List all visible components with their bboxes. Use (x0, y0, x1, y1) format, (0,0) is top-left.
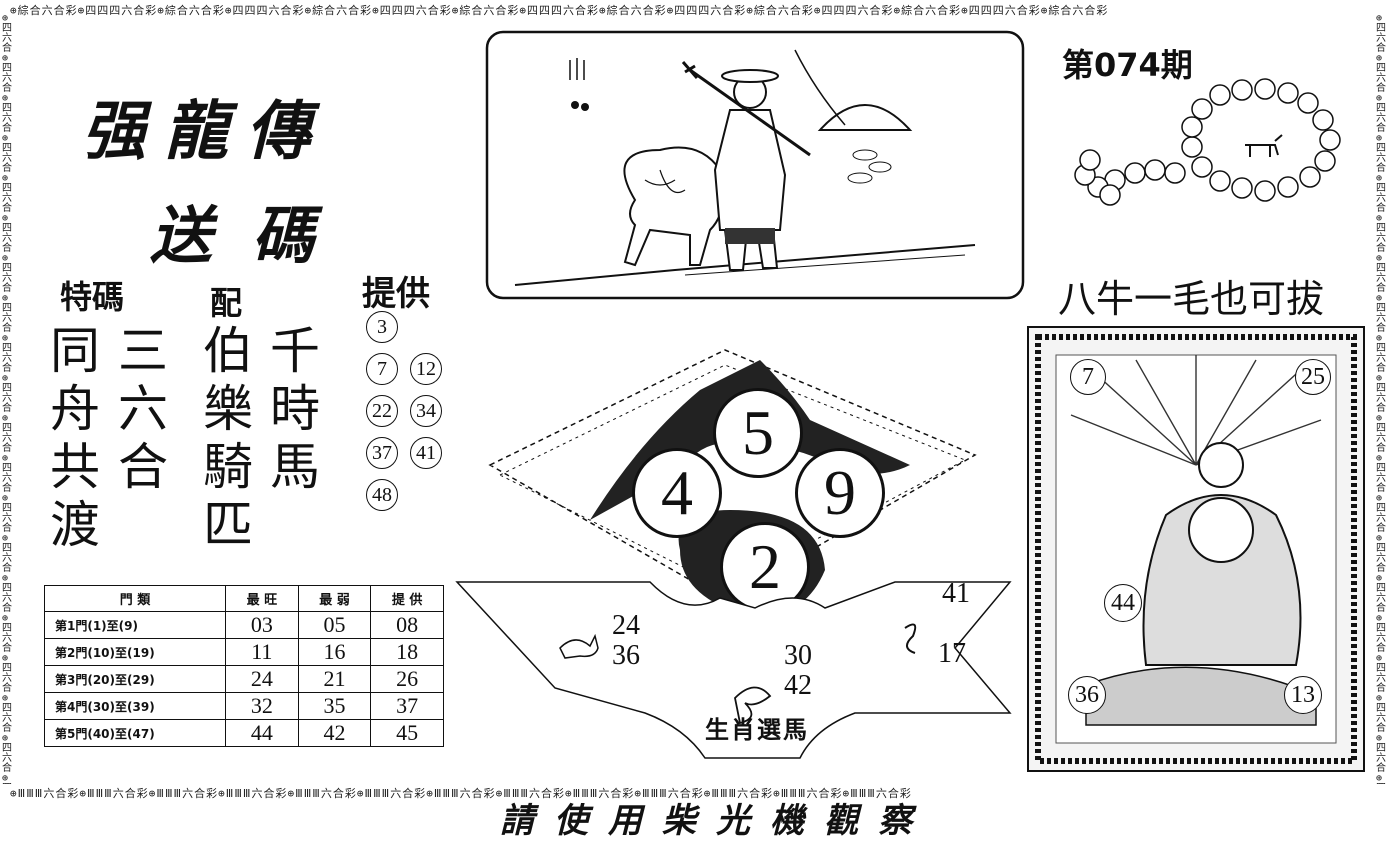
tigong-number: 7 (366, 353, 398, 385)
tigong-number: 3 (366, 311, 398, 343)
buddha-number: 44 (1104, 584, 1142, 622)
poem-col-3: 伯樂騎匹 (203, 322, 253, 554)
table-cell: 42 (297, 719, 372, 747)
tigong-number: 37 (366, 437, 398, 469)
table-cell: 32 (225, 692, 299, 720)
table-header: 門 類 (44, 585, 226, 612)
tigong-number: 48 (366, 479, 398, 511)
pei-label: 配 (210, 284, 243, 322)
table-cell: 05 (297, 611, 372, 639)
buddha-number: 25 (1295, 359, 1331, 395)
door-table: 門 類 最 旺 最 弱 提 供 第1門(1)至(9) 03 05 08 第2門(… (44, 585, 444, 747)
poem-col-2: 三六合 (118, 322, 168, 496)
tigong-label: 提供 (362, 274, 430, 314)
farmer-ox-illustration (485, 30, 1025, 300)
table-row: 第4門(30)至(39) 32 35 37 (44, 692, 444, 720)
banner-number: 42 (784, 670, 812, 701)
table-header: 最 弱 (297, 585, 372, 612)
buddha-number: 7 (1070, 359, 1106, 395)
table-cell: 24 (225, 665, 299, 693)
issue-number: 第074期 (1062, 46, 1193, 84)
lucky-ball: 9 (795, 448, 885, 538)
lucky-ball: 2 (720, 522, 810, 612)
poem-col-1: 同舟共渡 (50, 322, 100, 554)
table-row: 第3門(20)至(29) 24 21 26 (44, 665, 444, 693)
table-cell: 16 (297, 638, 372, 666)
table-header: 最 旺 (225, 585, 299, 612)
te-ma-label: 特碼 (60, 278, 125, 316)
right-border: ⊕四六合⊕四六合⊕四六合⊕四六合⊕四六合⊕四六合⊕四六合⊕四六合⊕四六合⊕四六合… (1376, 14, 1386, 784)
table-cell: 11 (225, 638, 299, 666)
footer-text: 請使用柴光機觀察 (500, 801, 932, 841)
table-cell: 第5門(40)至(47) (44, 719, 226, 747)
brush-title: 强龍傳 (82, 94, 328, 169)
prayer-beads-icon (1074, 78, 1341, 206)
slogan: 八牛一毛也可拔 (1058, 277, 1325, 321)
tigong-number: 12 (410, 353, 442, 385)
table-cell: 03 (225, 611, 299, 639)
table-cell: 第4門(30)至(39) (44, 692, 226, 720)
banner-text: 生肖選馬 (705, 716, 809, 744)
lucky-ball: 5 (713, 388, 803, 478)
table-cell: 45 (370, 719, 444, 747)
table-cell: 第3門(20)至(29) (44, 665, 226, 693)
table-header: 提 供 (370, 585, 444, 612)
table-cell: 44 (225, 719, 299, 747)
table-cell: 35 (297, 692, 372, 720)
buddha-number: 36 (1068, 676, 1106, 714)
bottom-border: ⊕ⅢⅢⅢ六合彩⊕ⅢⅢⅢ六合彩⊕ⅢⅢⅢ六合彩⊕ⅢⅢⅢ六合彩⊕ⅢⅢⅢ六合彩⊕ⅢⅢⅢ六… (10, 787, 912, 799)
tigong-number: 34 (410, 395, 442, 427)
table-row: 第5門(40)至(47) 44 42 45 (44, 719, 444, 747)
table-cell: 第2門(10)至(19) (44, 638, 226, 666)
brush-subtitle: 送碼 (150, 199, 355, 272)
table-cell: 26 (370, 665, 444, 693)
banner-number: 41 (942, 578, 970, 609)
left-border: ⊕四六合⊕四六合⊕四六合⊕四六合⊕四六合⊕四六合⊕四六合⊕四六合⊕四六合⊕四六合… (2, 14, 12, 784)
banner-number: 36 (612, 640, 640, 671)
table-row: 第2門(10)至(19) 11 16 18 (44, 638, 444, 666)
banner-number: 17 (938, 638, 966, 669)
lucky-ball: 4 (632, 448, 722, 538)
table-cell: 第1門(1)至(9) (44, 611, 226, 639)
buddha-number: 13 (1284, 676, 1322, 714)
tigong-number: 41 (410, 437, 442, 469)
table-cell: 21 (297, 665, 372, 693)
top-border: ⊕綜合六合彩⊕四四四六合彩⊕綜合六合彩⊕四四四六合彩⊕綜合六合彩⊕四四四六合彩⊕… (10, 4, 1109, 16)
table-row: 第1門(1)至(9) 03 05 08 (44, 611, 444, 639)
table-cell: 37 (370, 692, 444, 720)
table-cell: 08 (370, 611, 444, 639)
table-header-row: 門 類 最 旺 最 弱 提 供 (44, 585, 444, 612)
table-cell: 18 (370, 638, 444, 666)
zodiac-banner (455, 581, 1012, 759)
tigong-number: 22 (366, 395, 398, 427)
banner-number: 30 (784, 640, 812, 671)
poem-col-4: 千時馬 (270, 322, 320, 496)
banner-number: 24 (612, 610, 640, 641)
